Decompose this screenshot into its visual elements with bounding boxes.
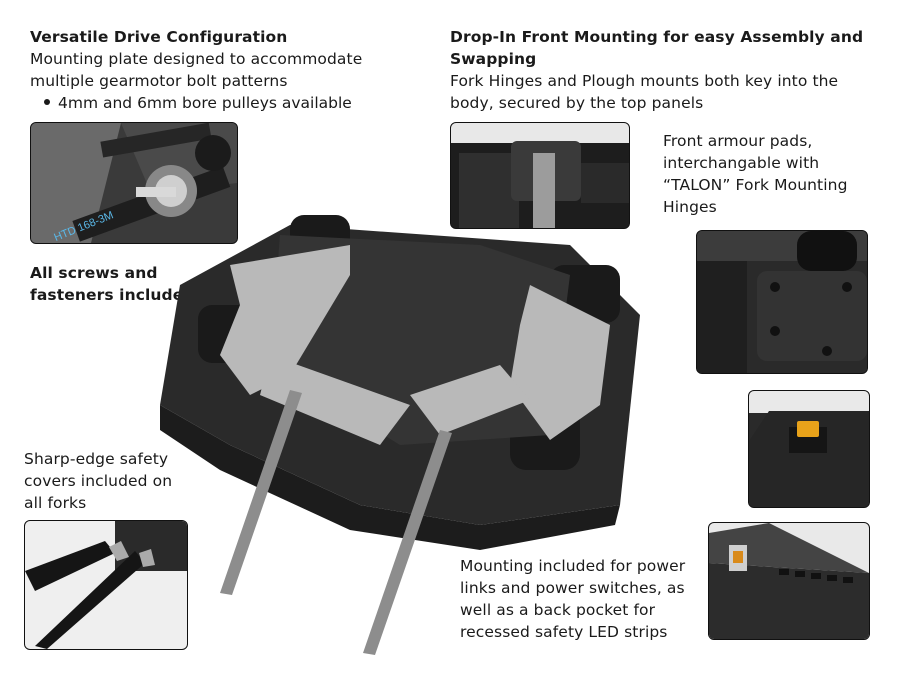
power-line-3: well as a back pocket for bbox=[460, 601, 656, 619]
drive-config-line-2: multiple gearmotor bolt patterns bbox=[30, 72, 288, 90]
front-mount-illustration bbox=[451, 123, 629, 228]
safety-line-3: all forks bbox=[24, 494, 87, 512]
front-mount-line-2: body, secured by the top panels bbox=[450, 94, 704, 112]
safety-line-1: Sharp-edge safety bbox=[24, 450, 169, 468]
led-pocket-illustration bbox=[709, 523, 869, 639]
drive-pulley-photo: HTD 168-3M bbox=[30, 122, 238, 244]
screws-line-2: fasteners included bbox=[30, 286, 195, 304]
led-pocket-photo bbox=[708, 522, 870, 640]
armour-line-1: Front armour pads, bbox=[663, 132, 813, 150]
screws-line-1: All screws and bbox=[30, 264, 158, 282]
armour-pad-photo bbox=[696, 230, 868, 374]
drive-config-title: Versatile Drive Configuration bbox=[30, 28, 288, 46]
front-mount-line-1: Fork Hinges and Plough mounts both key i… bbox=[450, 72, 839, 90]
bullet-dot-icon bbox=[44, 98, 50, 105]
fork-cover-illustration bbox=[25, 521, 187, 649]
armour-pad-illustration bbox=[697, 231, 867, 373]
front-mount-title-line-1: Drop-In Front Mounting for easy Assembly… bbox=[450, 28, 864, 46]
power-line-1: Mounting included for power bbox=[460, 557, 686, 575]
front-mount-photo bbox=[450, 122, 630, 229]
drive-config-line-1: Mounting plate designed to accommodate bbox=[30, 50, 363, 68]
robot-chassis-photo bbox=[150, 205, 650, 665]
drive-config-bullet-text: 4mm and 6mm bore pulleys available bbox=[58, 94, 352, 112]
safety-line-2: covers included on bbox=[24, 472, 173, 490]
front-mount-title-line-2: Swapping bbox=[450, 50, 537, 68]
drive-pulley-illustration: HTD 168-3M bbox=[31, 123, 237, 243]
power-connector-photo bbox=[748, 390, 870, 508]
armour-line-3: “TALON” Fork Mounting bbox=[663, 176, 848, 194]
drive-config-bullet: 4mm and 6mm bore pulleys available bbox=[44, 92, 352, 114]
armour-line-2: interchangable with bbox=[663, 154, 820, 172]
armour-line-4: Hinges bbox=[663, 198, 717, 216]
fork-cover-photo bbox=[24, 520, 188, 650]
power-line-4: recessed safety LED strips bbox=[460, 623, 668, 641]
power-connector-illustration bbox=[749, 391, 869, 507]
robot-illustration bbox=[160, 215, 640, 655]
power-line-2: links and power switches, as bbox=[460, 579, 685, 597]
